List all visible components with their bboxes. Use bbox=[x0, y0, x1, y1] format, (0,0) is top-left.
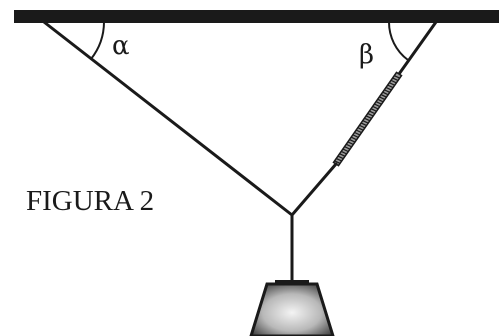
spring-coil bbox=[358, 124, 366, 129]
spring-coil bbox=[345, 143, 353, 148]
left-rope bbox=[42, 20, 294, 217]
spring-coil bbox=[377, 98, 384, 103]
spring-coil bbox=[362, 119, 369, 124]
spring-coil bbox=[363, 117, 371, 122]
spring-coil bbox=[393, 74, 401, 79]
right-rope-upper bbox=[397, 20, 438, 76]
spring-coil bbox=[388, 81, 396, 86]
spring-coil bbox=[386, 84, 394, 89]
spring bbox=[332, 71, 403, 167]
spring-coil bbox=[365, 115, 373, 120]
spring-coil bbox=[380, 93, 388, 98]
spring-coil bbox=[378, 96, 386, 101]
spring-coil bbox=[357, 126, 364, 131]
spring-coil bbox=[373, 103, 381, 108]
spring-coil bbox=[355, 129, 363, 134]
spring-coil bbox=[368, 110, 376, 115]
ceiling-bar bbox=[14, 10, 499, 23]
spring-coil bbox=[375, 100, 383, 105]
spring-coil bbox=[360, 122, 368, 127]
spring-coil bbox=[337, 155, 345, 160]
spring-coil bbox=[335, 157, 343, 162]
spring-coil bbox=[352, 134, 359, 139]
spring-coil bbox=[367, 112, 374, 117]
spring-coil bbox=[391, 77, 399, 82]
spring-coil bbox=[343, 145, 351, 150]
spring-coil bbox=[350, 136, 358, 141]
spring-coil bbox=[383, 89, 391, 94]
spring-coil bbox=[340, 150, 348, 155]
spring-coil bbox=[353, 131, 361, 136]
spring-coil bbox=[385, 86, 393, 91]
spring-coil bbox=[390, 79, 398, 84]
angle-beta-label: β bbox=[359, 40, 374, 70]
spring-coil bbox=[333, 160, 341, 165]
spring-coil bbox=[347, 141, 354, 146]
angle-alpha-arc bbox=[90, 21, 105, 60]
figure-label: FIGURA 2 bbox=[26, 185, 154, 217]
spring-coil bbox=[370, 108, 378, 113]
spring-coil bbox=[348, 138, 356, 143]
spring-coil bbox=[338, 153, 346, 158]
angle-alpha-label: α bbox=[112, 31, 130, 61]
right-rope-lower bbox=[290, 162, 338, 217]
spring-coil bbox=[382, 91, 389, 96]
spring-coil bbox=[372, 105, 379, 110]
weight bbox=[249, 280, 335, 336]
spring-coil bbox=[342, 148, 349, 153]
angle-beta-arc bbox=[387, 21, 409, 61]
